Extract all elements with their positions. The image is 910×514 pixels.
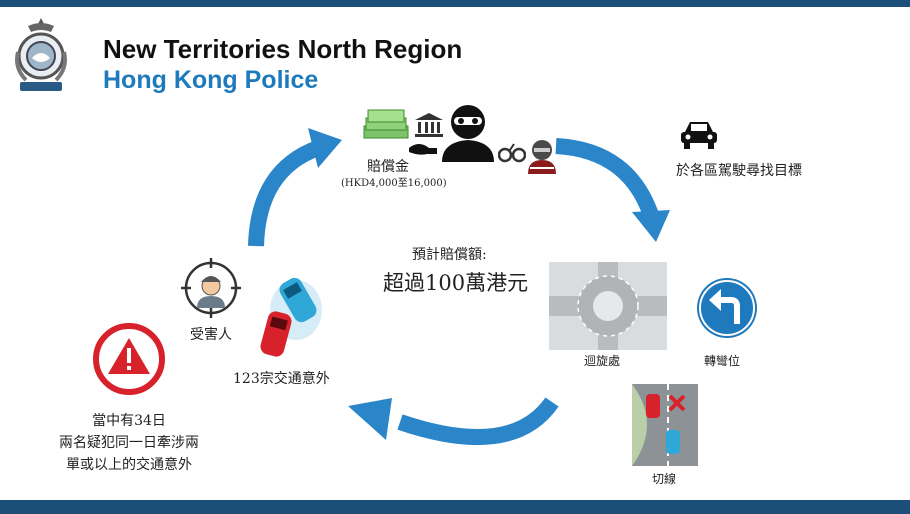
warning-icon xyxy=(93,323,165,395)
roundabout-label: 迴旋處 xyxy=(584,354,621,368)
compensation-range: (HKD4,000至16,000) xyxy=(341,178,447,189)
robber-icon xyxy=(442,105,494,162)
accidents-label: 123宗交通意外 xyxy=(233,371,330,387)
expected-compensation-amount: 超過100萬港元 xyxy=(383,271,529,295)
turn-label: 轉彎位 xyxy=(704,354,741,368)
lane-change-label: 切線 xyxy=(652,472,677,486)
car-icon xyxy=(681,122,717,149)
turn-left-sign-icon xyxy=(697,278,757,338)
arrow-head-top xyxy=(308,128,342,168)
search-targets-label: 於各區駕駛尋找目標 xyxy=(676,163,802,179)
warning-line-1: 當中有34日 xyxy=(92,413,166,429)
bottom-bar xyxy=(0,500,910,514)
warning-line-2: 兩名疑犯同一日牽涉兩 xyxy=(59,435,199,451)
hand-icon xyxy=(409,144,437,155)
arrow-head-right xyxy=(632,210,670,242)
money-stack-icon xyxy=(363,109,409,139)
page-title: New Territories North Region xyxy=(103,34,463,64)
thief-icon xyxy=(528,140,556,174)
police-crest-icon xyxy=(15,18,67,91)
expected-compensation-label: 預計賠償額: xyxy=(412,247,487,263)
warning-line-3: 單或以上的交通意外 xyxy=(66,457,192,473)
arrow-head-bottom xyxy=(348,398,392,440)
victim-icon xyxy=(181,258,241,318)
lane-change-icon xyxy=(632,384,698,466)
page-subtitle: Hong Kong Police xyxy=(103,66,319,94)
roundabout-photo xyxy=(549,262,667,350)
handcuffs-icon xyxy=(498,143,526,163)
top-bar xyxy=(0,0,910,7)
bank-icon xyxy=(415,113,443,137)
victim-label: 受害人 xyxy=(190,327,232,343)
compensation-label: 賠償金 xyxy=(367,159,409,175)
crashed-cars-icon xyxy=(260,277,322,357)
